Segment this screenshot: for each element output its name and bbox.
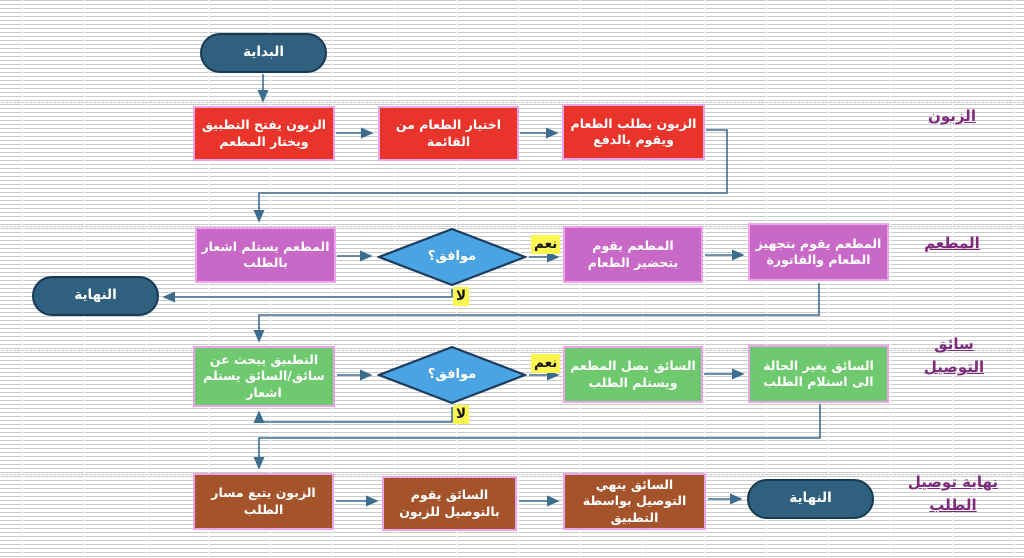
process-label: السائق يغير الحالة الى استلام الطلب — [763, 357, 874, 390]
process-order-and-pay: الزبون يطلب الطعام ويقوم بالدفع — [562, 104, 705, 160]
lane-label-text: نهاية توصيل الطلب — [907, 473, 999, 515]
process-label: السائق يصل المطعم ويستلم الطلب — [570, 358, 696, 390]
lane-label-text: المطعم — [924, 234, 980, 252]
end-terminal-middle: النهاية — [32, 276, 159, 316]
edge-label-no-driver: لا — [453, 405, 470, 424]
lane-label-restaurant: المطعم — [912, 232, 992, 255]
diamond-shape-icon — [377, 227, 527, 287]
decision-driver-accept: موافق؟ — [377, 345, 527, 405]
edge-label-text: لا — [456, 406, 467, 422]
diamond-shape-icon — [377, 345, 527, 405]
decision-restaurant-accept: موافق؟ — [377, 227, 527, 287]
lane-label-delivery-end: نهاية توصيل الطلب — [903, 471, 1003, 518]
process-choose-food: اختيار الطعام من القائمة — [378, 106, 519, 161]
lane-label-text: الزبون — [928, 107, 976, 125]
lane-label-text: سائق التوصيل — [923, 335, 985, 377]
process-label: المطعم يستلم اشعار بالطلب — [201, 238, 330, 271]
start-terminal: البداية — [200, 33, 327, 73]
process-label: الزبون يفتح التطبيق ويختار المطعم — [201, 117, 327, 149]
process-app-finds-driver: التطبيق يبحث عن سائق/السائق يستلم اشعار — [193, 346, 335, 407]
end-terminal-bottom: النهاية — [747, 479, 874, 519]
edge-label-yes-restaurant: نعم — [531, 235, 561, 254]
process-driver-status-change: السائق يغير الحالة الى استلام الطلب — [748, 345, 889, 403]
process-driver-pickup: السائق يصل المطعم ويستلم الطلب — [563, 346, 703, 403]
process-label: السائق ينهي التوصيل بواسطة التطبيق — [582, 476, 687, 525]
edge-label-text: نعم — [534, 236, 558, 252]
process-customer-tracks-order: الزبون يتبع مسار الطلب — [193, 473, 334, 530]
process-restaurant-notified: المطعم يستلم اشعار بالطلب — [195, 227, 336, 283]
process-prepare-food: المطعم يقوم بتحضير الطعام — [563, 226, 703, 283]
decision-label: موافق؟ — [427, 249, 477, 265]
process-label: السائق يقوم بالتوصيل للزبون — [399, 487, 500, 519]
decision-label: موافق؟ — [427, 367, 477, 383]
edge-label-no-restaurant: لا — [453, 287, 470, 306]
start-terminal-label: البداية — [243, 44, 284, 61]
process-label: الزبون يتبع مسار الطلب — [211, 485, 316, 517]
process-customer-opens-app: الزبون يفتح التطبيق ويختار المطعم — [193, 106, 335, 161]
lane-label-delivery-driver: سائق التوصيل — [918, 333, 990, 380]
process-label: الزبون يطلب الطعام ويقوم بالدفع — [570, 115, 697, 148]
end-terminal-middle-label: النهاية — [74, 287, 117, 304]
edge-label-text: لا — [456, 288, 467, 304]
process-food-and-invoice: المطعم يقوم بتجهيز الطعام والفاتورة — [748, 223, 889, 281]
end-terminal-bottom-label: النهاية — [789, 490, 832, 507]
process-driver-finishes-delivery: السائق ينهي التوصيل بواسطة التطبيق — [563, 473, 706, 530]
lane-label-customer: الزبون — [912, 105, 992, 128]
edge-label-yes-driver: نعم — [531, 354, 561, 373]
process-driver-delivers: السائق يقوم بالتوصيل للزبون — [382, 476, 517, 531]
edge-label-text: نعم — [534, 355, 558, 371]
process-label: اختيار الطعام من القائمة — [395, 117, 502, 149]
process-label: المطعم يقوم بتجهيز الطعام والفاتورة — [755, 235, 882, 268]
process-label: المطعم يقوم بتحضير الطعام — [587, 238, 679, 270]
process-label: التطبيق يبحث عن سائق/السائق يستلم اشعار — [203, 351, 325, 400]
